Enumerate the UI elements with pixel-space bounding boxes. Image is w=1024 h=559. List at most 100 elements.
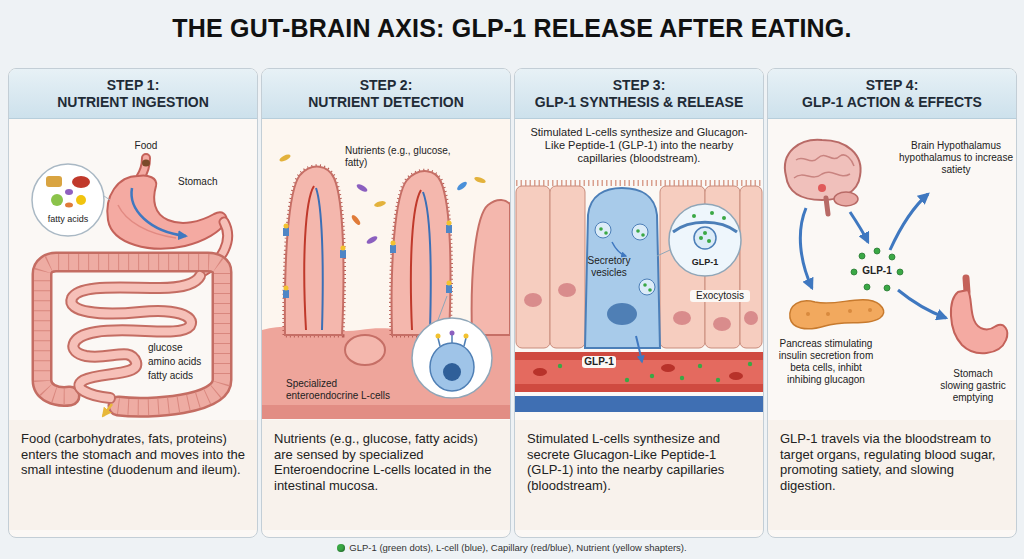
step-panel: STEP 2:NUTRIENT DETECTION Nutrients (e.g.… — [261, 68, 511, 538]
brush-border — [392, 171, 451, 335]
cerebellum — [834, 192, 858, 206]
nucleus — [673, 311, 691, 325]
illustration-label: amino acids — [148, 356, 210, 368]
crypt — [345, 335, 385, 365]
step-heading: GLP-1 ACTION & EFFECTS — [802, 94, 982, 111]
villus — [472, 200, 510, 335]
glp1-dot — [716, 378, 720, 382]
illustration-label: GLP-1 — [860, 265, 894, 277]
diagram-title: THE GUT-BRAIN AXIS: GLP-1 RELEASE AFTER … — [172, 13, 851, 43]
glp1-dot — [604, 231, 608, 235]
illustration-label: Nutrients (e.g., glucose, fatty) — [345, 145, 475, 169]
pancreas-lobule — [806, 312, 810, 316]
glp1-dot — [636, 229, 640, 233]
receptor — [450, 331, 455, 336]
illustration-label: Stomach — [178, 176, 230, 188]
step-heading: GLP-1 SYNTHESIS & RELEASE — [535, 94, 743, 111]
brainstem — [826, 198, 828, 214]
illustration-label: GLP-1 — [688, 257, 722, 268]
glp1-dot — [641, 233, 645, 237]
step-number: STEP 2: — [360, 77, 413, 94]
nutrient — [456, 180, 468, 192]
glp1-dot — [748, 362, 752, 366]
legend-swatch — [337, 544, 345, 552]
glp1-dot — [643, 283, 647, 287]
large-intestine-outline — [42, 262, 222, 407]
food-bolus — [142, 160, 150, 167]
villus-vein — [423, 192, 431, 330]
food-item — [51, 194, 63, 206]
illustration-label: fatty acids — [148, 370, 210, 382]
food-item — [65, 203, 73, 208]
large-intestine-haustra — [42, 262, 222, 407]
villus-capillary — [304, 186, 314, 330]
lumen — [262, 119, 510, 419]
nucleus — [607, 303, 637, 325]
glp1-dot — [851, 269, 857, 275]
villus-vein — [316, 188, 323, 330]
red-blood-cell — [661, 364, 675, 372]
illustration-label: Pancreas stimulating insulin secretion f… — [778, 338, 874, 386]
stomach — [951, 290, 1007, 353]
brain-gyri — [796, 155, 854, 166]
signal-arrow — [800, 208, 812, 288]
receptor — [464, 334, 469, 339]
microvilli — [516, 180, 762, 186]
glp1-dot — [558, 364, 562, 368]
red-blood-cell — [533, 368, 547, 376]
illustration-label: Stomach slowing gastric emptying — [937, 368, 1009, 404]
callout-leader — [104, 196, 110, 200]
illustration-label: Exocytosis — [690, 290, 750, 302]
brain-gyri — [794, 172, 850, 178]
glp1-dot — [680, 376, 684, 380]
text-ground — [768, 420, 1016, 530]
nutrient — [279, 153, 292, 163]
panel-ground — [767, 68, 1017, 538]
nutrient — [356, 183, 369, 193]
illustration-label: fatty acids — [40, 214, 96, 225]
receptor — [284, 224, 289, 229]
glp1-dot — [648, 288, 652, 292]
red-blood-cell — [729, 372, 743, 380]
food-item — [72, 176, 90, 188]
step-panel: STEP 1:NUTRIENT INGESTIONFood (carbohydr… — [8, 68, 258, 538]
illustration-label: Stimulated L-cells synthesize and Glucag… — [524, 126, 754, 166]
glp1-dot — [707, 239, 711, 243]
text-ground — [515, 420, 763, 530]
step-heading: NUTRIENT DETECTION — [308, 94, 464, 111]
glp1-dot — [698, 364, 702, 368]
receptor — [451, 335, 453, 343]
receptor — [464, 338, 466, 346]
signal-arrow — [898, 290, 946, 318]
l-cell-marker — [283, 290, 289, 298]
nucleus — [558, 283, 576, 297]
food-item — [65, 189, 73, 195]
illustration-label: Food — [124, 140, 168, 152]
step-description: GLP-1 travels via the bloodstream to tar… — [780, 431, 1004, 493]
step-number: STEP 4: — [866, 77, 919, 94]
vein — [515, 396, 763, 412]
signal-arrow — [850, 212, 868, 242]
l-cell-marker — [446, 225, 452, 233]
callout-leader — [438, 296, 447, 320]
step-description: Stimulated L-cells synthesize and secret… — [527, 431, 751, 493]
glp1-dot — [889, 254, 895, 260]
glp1-dot — [897, 269, 903, 275]
receptor — [341, 246, 346, 251]
panel-header: STEP 1:NUTRIENT INGESTION — [9, 69, 257, 119]
l-cell-marker — [446, 285, 452, 293]
capillary — [515, 352, 763, 392]
glp1-dot — [710, 211, 714, 215]
receptor — [447, 221, 452, 226]
pancreas — [790, 300, 884, 329]
brain — [785, 140, 861, 200]
villus — [392, 171, 451, 335]
glp1-dot — [625, 378, 629, 382]
fusing-vesicle — [694, 227, 716, 249]
illustration-label: Specialized enteroendocrine L-cells — [286, 378, 408, 402]
glp1-dot — [884, 285, 890, 291]
nucleus — [443, 363, 461, 381]
nutrient — [366, 235, 379, 245]
transport-arrow — [612, 242, 626, 256]
